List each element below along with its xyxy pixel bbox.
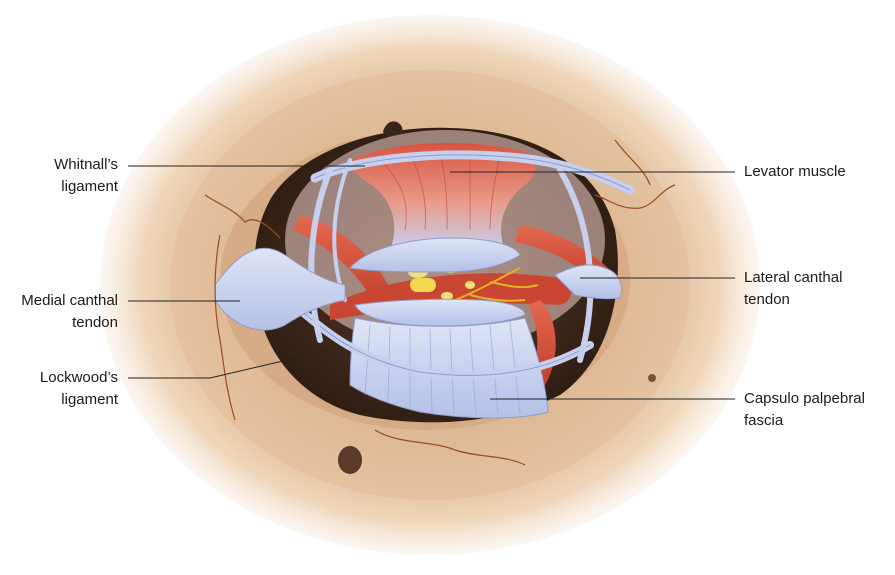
label-capsulo-line2: fascia [744,412,784,429]
infraorbital-foramen [338,446,362,474]
capsulo-palpebral-fascia [349,317,549,419]
leader-lockwoods [128,349,331,379]
label-capsulo-palpebral-fascia: Capsulo palpebral fascia [744,388,894,432]
nerve [454,267,539,302]
label-medial-line1: Medial canthal [21,292,118,309]
label-lateral-line1: Lateral canthal [744,269,843,286]
upper-tarsal-plate [349,237,521,273]
leader-lines [128,165,735,400]
bone-sutures [204,139,676,466]
label-lateral-line2: tendon [744,291,790,308]
medial-canthal-tendon [214,247,346,331]
label-medial-canthal-tendon: Medial canthal tendon [0,290,118,334]
label-lateral-canthal-tendon: Lateral canthal tendon [744,267,894,311]
label-medial-line2: tendon [72,314,118,331]
label-lockwoods-line2: ligament [61,391,118,408]
label-lockwoods-line1: Lockwood’s [39,369,118,386]
label-levator-muscle: Levator muscle [744,161,894,183]
supraorbital-notch [383,121,403,140]
lower-tarsal-plate [354,298,526,327]
label-capsulo-line1: Capsulo palpebral [744,390,865,407]
label-lockwoods-ligament: Lockwood’s ligament [10,367,118,411]
label-levator-line1: Levator muscle [744,163,846,180]
zygomatic-foramen [648,374,656,382]
lateral-canthal-tendon [554,264,623,300]
label-whitnalls-ligament: Whitnall’s ligament [18,154,118,198]
levator-muscle [351,142,536,250]
label-whitnalls-line2: ligament [61,178,118,195]
label-whitnalls-line1: Whitnall’s [54,156,118,173]
ligament-bands [296,150,635,380]
